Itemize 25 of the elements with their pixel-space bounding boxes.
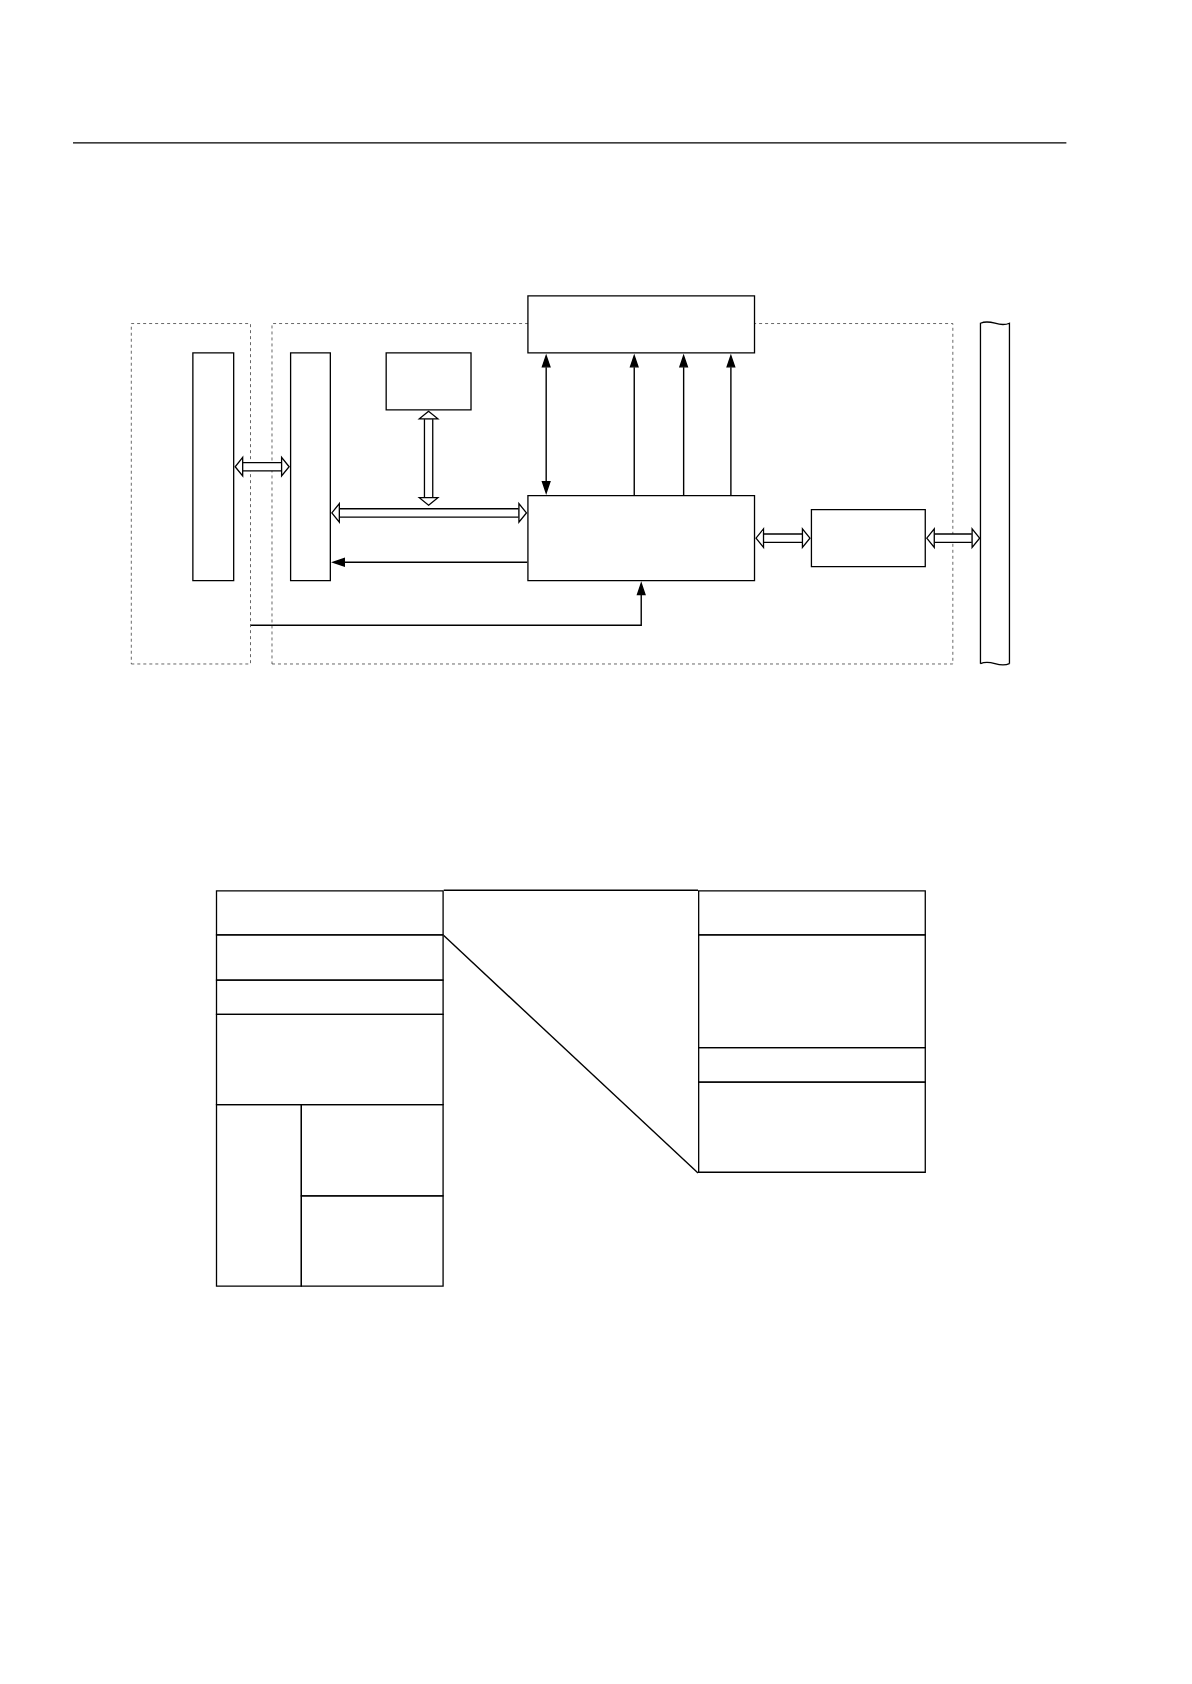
table-cell [698,1047,926,1083]
table-cell [215,934,444,981]
block-box [385,352,472,411]
table-cell [215,1103,302,1287]
block-box [810,509,926,568]
block-box [289,352,331,582]
bus-arrow [331,501,528,524]
dashed-boundary [271,323,954,665]
block-box [527,495,756,582]
bus-arrow [755,527,811,550]
connector-line [443,889,699,891]
table-cell [300,1103,444,1197]
table-cell [698,934,926,1049]
connector-line [443,934,699,1174]
dashed-boundary [131,323,251,665]
table-cell [300,1195,444,1287]
block-box [192,352,235,582]
table-cell [215,890,444,936]
table-cell [698,890,926,936]
table-cell [215,979,444,1016]
bus-arrow [234,455,290,478]
table-cell [215,1013,444,1106]
table-cell [698,1081,926,1173]
bus-bar [979,321,1011,666]
block-box [527,295,756,354]
